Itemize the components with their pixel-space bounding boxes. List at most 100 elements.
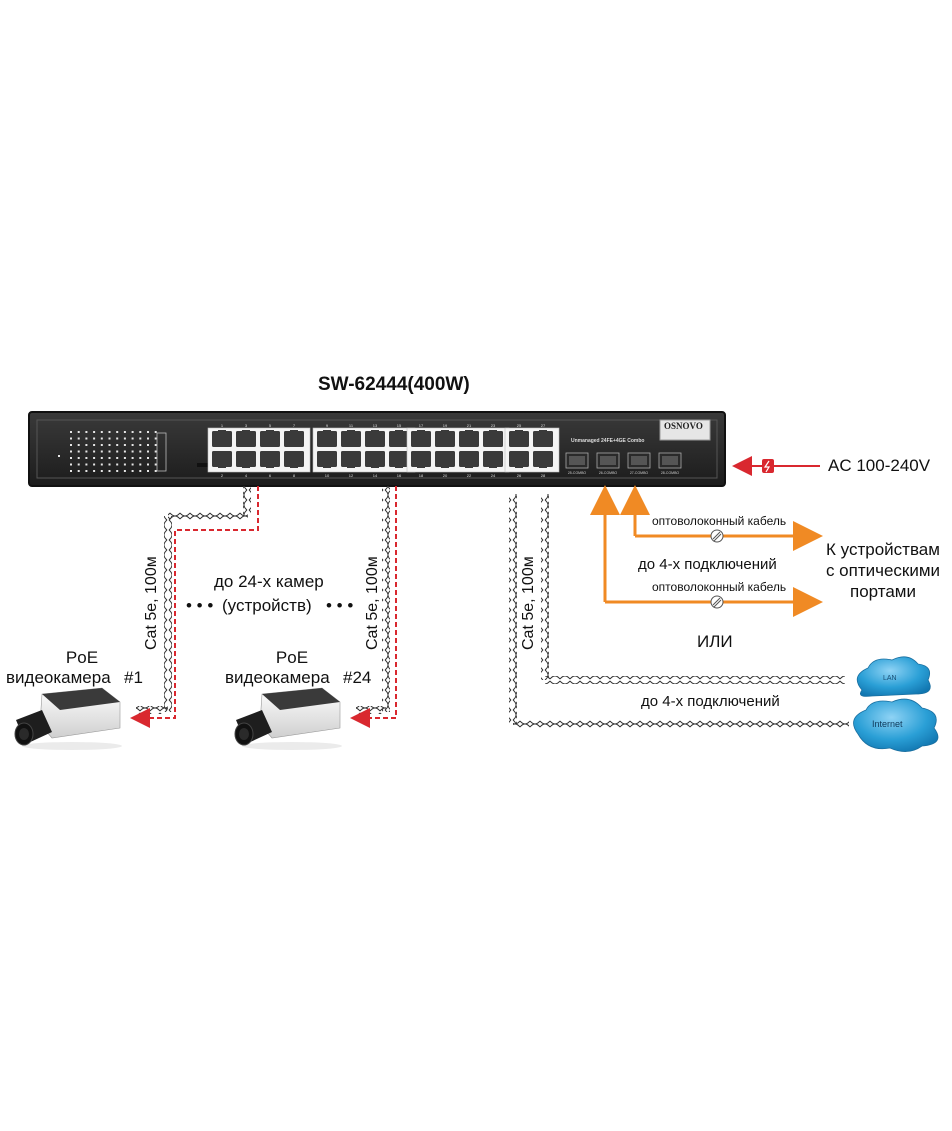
sfp-label: 27-COMBO [630, 471, 649, 475]
rj45-port[interactable] [317, 451, 337, 467]
port-led [100, 450, 103, 453]
port-led [116, 463, 119, 466]
rj45-port[interactable] [459, 451, 479, 467]
rj45-port[interactable] [483, 451, 503, 467]
switch-model-text: Unmanaged 24FE+4GE Combo [571, 438, 645, 444]
port-led [131, 463, 134, 466]
port-led [108, 450, 111, 453]
rj45-port[interactable] [389, 451, 409, 467]
fiber-connector-icon [710, 595, 724, 609]
port-led [131, 450, 134, 453]
port-number: 20 [443, 473, 448, 478]
port-led [108, 457, 111, 459]
port-number: 3 [245, 423, 248, 428]
rj45-port[interactable] [260, 451, 280, 467]
mode-switch[interactable] [197, 463, 211, 467]
rj45-port[interactable] [533, 431, 553, 447]
port-led [131, 444, 134, 446]
rj45-port[interactable] [341, 451, 361, 467]
port-led [70, 437, 72, 440]
rj45-port[interactable] [435, 431, 455, 447]
rj45-port[interactable] [317, 431, 337, 447]
port-number: 12 [349, 473, 354, 478]
rj45-port[interactable] [260, 431, 280, 447]
port-led [116, 444, 119, 446]
port-led [70, 463, 72, 466]
rj45-port[interactable] [483, 431, 503, 447]
port-led [116, 431, 119, 433]
port-led [131, 431, 134, 433]
port-led [85, 463, 88, 466]
port-led [147, 457, 149, 459]
port-number: 17 [419, 423, 424, 428]
port-led [154, 457, 157, 459]
port-led [100, 463, 103, 466]
fiber-count-label: до 4-х подключений [638, 556, 777, 573]
port-number: 10 [325, 473, 330, 478]
port-number: 8 [293, 473, 296, 478]
port-led [154, 437, 157, 440]
port-led [70, 450, 72, 453]
port-led [154, 431, 157, 433]
camera-24-icon [234, 687, 342, 750]
rj45-port[interactable] [236, 431, 256, 447]
port-led [93, 444, 96, 446]
port-led [139, 437, 142, 440]
port-led [100, 470, 103, 472]
port-number: 7 [293, 423, 296, 428]
rj45-port[interactable] [284, 451, 304, 467]
port-led [123, 444, 126, 446]
rj45-port[interactable] [365, 451, 385, 467]
rj45-port[interactable] [389, 431, 409, 447]
port-led [139, 431, 142, 433]
dots-left: • • • [186, 596, 214, 615]
power-plug-icon [762, 459, 774, 473]
rj45-port[interactable] [212, 431, 232, 447]
led-panel [58, 431, 167, 472]
port-led [108, 444, 111, 446]
or-label: ИЛИ [697, 632, 733, 651]
port-number: 14 [373, 473, 378, 478]
port-number: 28 [541, 473, 546, 478]
camera24-line1: PoE [275, 648, 309, 667]
camera24-cable-label: Cat 5e, 100м [364, 556, 381, 650]
port-number: 27 [541, 423, 546, 428]
port-led [139, 450, 142, 453]
port-led [147, 450, 149, 453]
camera1-cable-label: Cat 5e, 100м [143, 556, 160, 650]
rj45-port[interactable] [341, 431, 361, 447]
rj45-port[interactable] [533, 451, 553, 467]
port-number: 11 [349, 423, 354, 428]
rj45-port[interactable] [236, 451, 256, 467]
rj45-port[interactable] [365, 431, 385, 447]
rj45-port-blocks: 1234567891011121314151617181920212223242… [207, 423, 560, 478]
port-led [100, 431, 103, 433]
sfp-label: 28-COMBO [661, 471, 680, 475]
port-led [154, 450, 157, 453]
port-led [85, 457, 88, 459]
rj45-port[interactable] [459, 431, 479, 447]
rj45-port[interactable] [435, 451, 455, 467]
fiber-connector-icon [710, 529, 724, 543]
port-number: 18 [419, 473, 424, 478]
rj45-port[interactable] [284, 431, 304, 447]
port-number: 21 [467, 423, 472, 428]
copper-count-label: до 4-х подключений [641, 693, 780, 710]
rj45-port[interactable] [411, 451, 431, 467]
port-led [154, 470, 157, 472]
rj45-port[interactable] [411, 431, 431, 447]
port-led [85, 431, 88, 433]
rj45-port[interactable] [509, 451, 529, 467]
uplink-copper-cables [509, 494, 849, 728]
port-led [123, 431, 126, 433]
optical-target-line2: с оптическими [825, 561, 941, 580]
rj45-port[interactable] [509, 431, 529, 447]
devices-label: (устройств) [222, 596, 312, 615]
port-led [85, 450, 88, 453]
port-led [108, 463, 111, 466]
port-led [116, 457, 119, 459]
port-led [85, 470, 88, 472]
port-led [77, 431, 80, 433]
rj45-port[interactable] [212, 451, 232, 467]
